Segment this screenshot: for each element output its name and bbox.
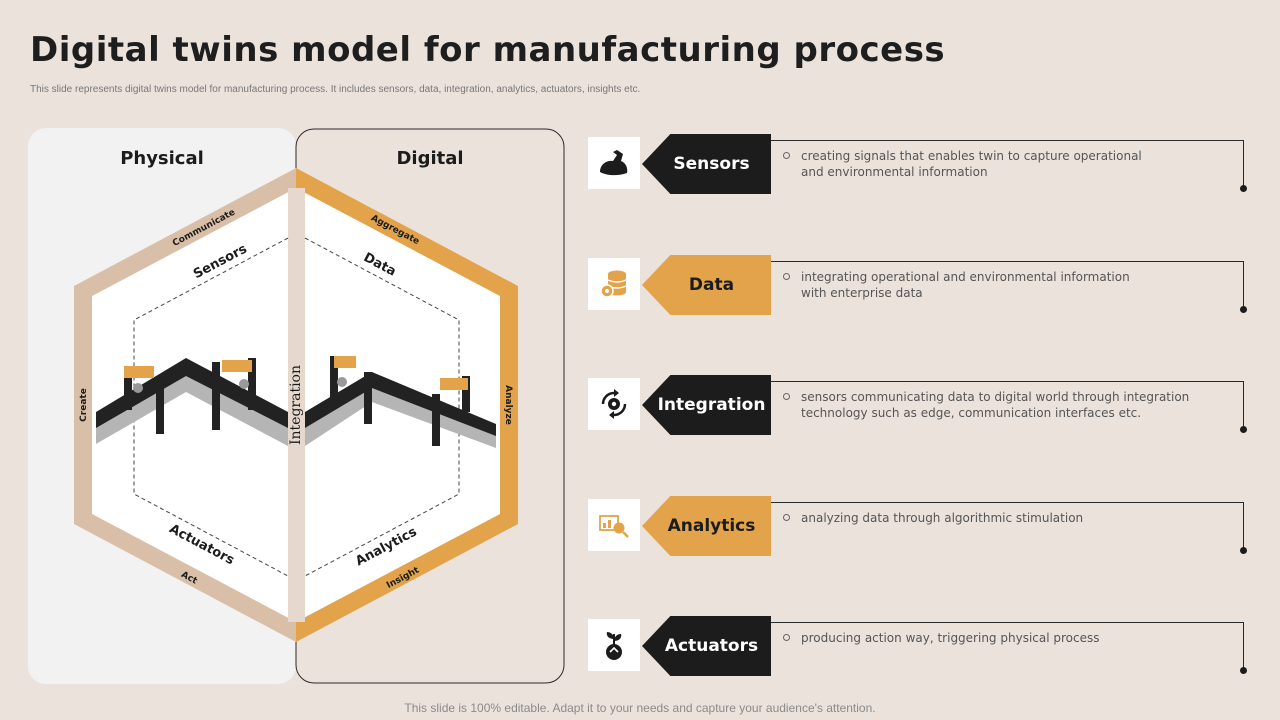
list-item-analytics: Analytics analyzing data through algorit… xyxy=(588,496,1248,558)
list-item-integration: Integration sensors communicating data t… xyxy=(588,375,1248,437)
center-label-integration: Integration xyxy=(288,365,304,445)
desc-integration: sensors communicating data to digital wo… xyxy=(783,389,1203,421)
list-item-actuators: Actuators producing action way, triggeri… xyxy=(588,616,1248,678)
digital-heading: Digital xyxy=(396,148,463,169)
desc-frame xyxy=(771,381,1247,433)
list-item-sensors: Sensors creating signals that enables tw… xyxy=(588,134,1248,196)
desc-frame xyxy=(771,622,1247,674)
desc-data: integrating operational and environmenta… xyxy=(783,269,1203,301)
plant-growth-icon xyxy=(588,619,640,671)
analytics-magnifier-icon xyxy=(588,499,640,551)
gear-cycle-icon xyxy=(588,378,640,430)
center-divider xyxy=(288,188,305,622)
list-item-data: Data integrating operational and environ… xyxy=(588,255,1248,317)
desc-frame xyxy=(771,261,1247,313)
label-data: Data xyxy=(642,255,771,315)
label-integration: Integration xyxy=(642,375,771,435)
page-title: Digital twins model for manufacturing pr… xyxy=(30,30,946,70)
database-gear-icon xyxy=(588,258,640,310)
conveyor-digital xyxy=(305,356,496,448)
dashed-hex-right xyxy=(304,237,460,577)
ring-label-create: Create xyxy=(79,388,89,422)
digital-twin-diagram: Physical Digital Sensors Data Actuators … xyxy=(28,128,565,684)
ring-label-analyze: Analyze xyxy=(503,385,513,425)
page-subtitle: This slide represents digital twins mode… xyxy=(30,84,641,95)
label-analytics: Analytics xyxy=(642,496,771,556)
desc-sensors: creating signals that enables twin to ca… xyxy=(783,148,1203,180)
desc-actuators: producing action way, triggering physica… xyxy=(783,630,1203,646)
label-actuators: Actuators xyxy=(642,616,771,676)
physical-heading: Physical xyxy=(120,148,204,169)
desc-analytics: analyzing data through algorithmic stimu… xyxy=(783,510,1203,526)
desc-frame xyxy=(771,502,1247,554)
conveyor-physical xyxy=(96,358,288,446)
label-sensors: Sensors xyxy=(642,134,771,194)
desc-frame xyxy=(771,140,1247,192)
footer-note: This slide is 100% editable. Adapt it to… xyxy=(404,701,876,715)
flexed-arm-icon xyxy=(588,137,640,189)
